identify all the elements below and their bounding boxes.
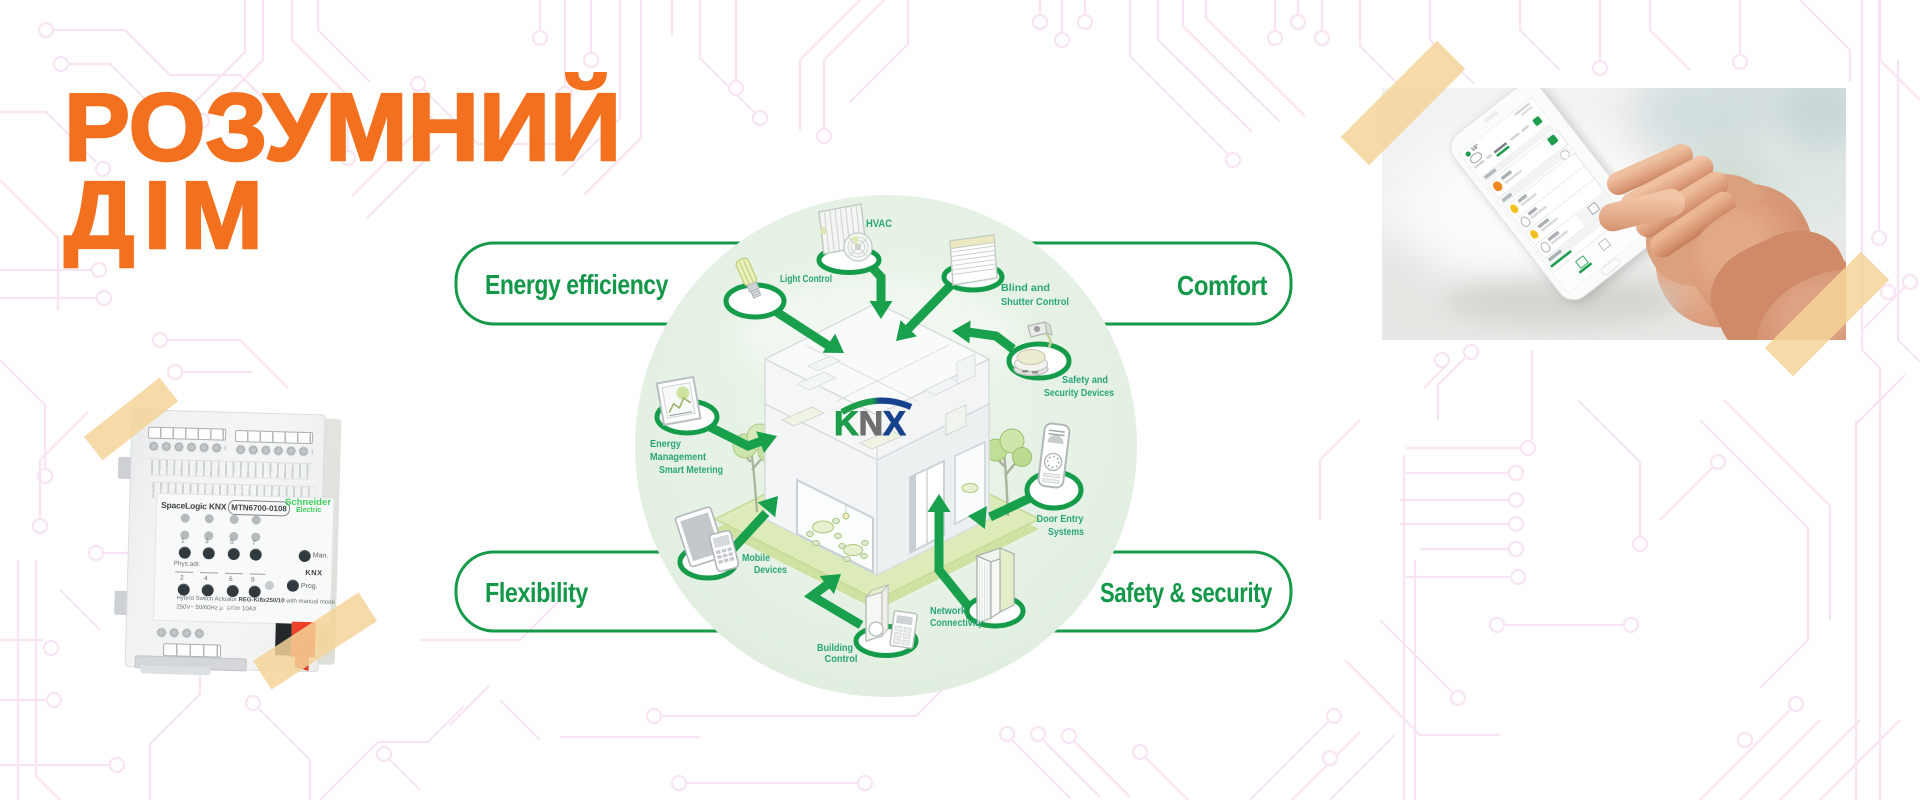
- svg-text:Energy efficiency: Energy efficiency: [485, 269, 669, 300]
- svg-text:Management: Management: [650, 451, 706, 463]
- svg-text:Systems: Systems: [1048, 526, 1084, 538]
- svg-text:Mobile: Mobile: [742, 552, 770, 564]
- svg-text:Safety & security: Safety & security: [1100, 577, 1273, 608]
- svg-text:Light Control: Light Control: [780, 273, 832, 285]
- svg-text:Safety and: Safety and: [1062, 374, 1108, 386]
- svg-text:Energy: Energy: [650, 438, 681, 450]
- svg-text:KNX: KNX: [834, 405, 906, 443]
- svg-text:Blind and: Blind and: [1001, 282, 1050, 294]
- svg-text:Building: Building: [817, 642, 853, 654]
- svg-text:Devices: Devices: [754, 564, 787, 576]
- svg-text:Control: Control: [825, 653, 858, 665]
- svg-text:Door Entry: Door Entry: [1037, 513, 1084, 525]
- svg-text:Smart Metering: Smart Metering: [659, 464, 723, 476]
- svg-text:Connectivity: Connectivity: [930, 617, 983, 629]
- svg-text:Security Devices: Security Devices: [1044, 387, 1114, 399]
- svg-text:HVAC: HVAC: [866, 218, 892, 230]
- svg-text:Flexibility: Flexibility: [485, 577, 589, 608]
- svg-text:Network: Network: [930, 605, 966, 617]
- svg-text:Shutter Control: Shutter Control: [1001, 296, 1069, 308]
- svg-text:Comfort: Comfort: [1177, 270, 1267, 301]
